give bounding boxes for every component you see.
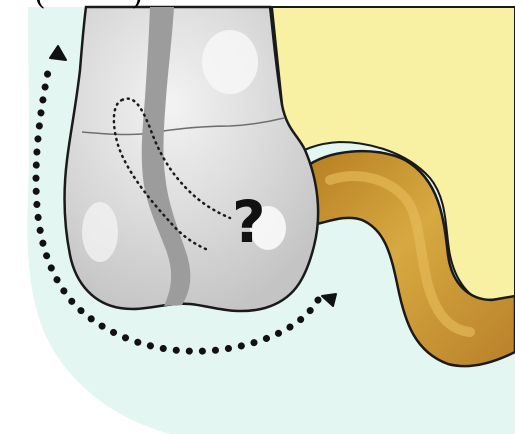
caption-fragment: ( ) bbox=[34, 0, 143, 12]
tooth-highlight-top bbox=[202, 30, 258, 94]
question-mark: ? bbox=[232, 188, 266, 256]
tooth-highlight-left bbox=[82, 202, 118, 262]
